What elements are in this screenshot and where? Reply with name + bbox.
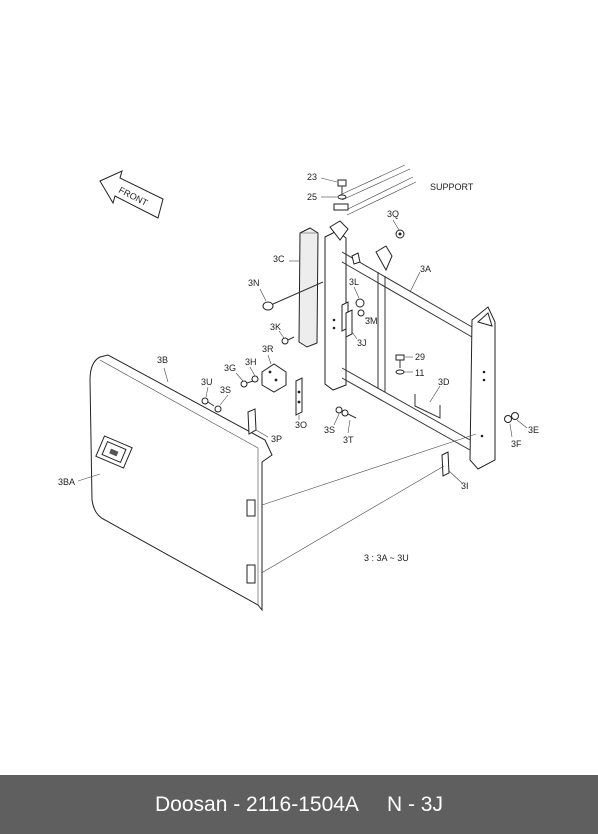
callout-3s-right: 3S (324, 425, 335, 435)
screw-3u-3s (201, 386, 229, 413)
guide-lines (255, 433, 477, 576)
footer-part-number: Doosan - 2116-1504A (155, 792, 358, 816)
callout-29: 29 (415, 352, 425, 362)
bolt-29 (395, 354, 413, 375)
callout-3u: 3U (201, 377, 213, 387)
footer-bar: Doosan - 2116-1504A N - 3J (0, 775, 598, 834)
frame-3a (324, 220, 496, 470)
handle-3d (414, 385, 441, 419)
footer-reference: N - 3J (386, 792, 443, 816)
callout-3r: 3R (262, 344, 274, 354)
callout-3t: 3T (343, 435, 354, 445)
exploded-view-drawing: FRONT SUPPORT (58, 164, 539, 612)
callout-3e: 3E (528, 425, 539, 435)
screw-3k (278, 330, 295, 345)
front-arrow: FRONT (99, 170, 164, 219)
callout-3p: 3P (271, 434, 282, 444)
callout-labels: 23 25 3Q 3C 3A 3N 3L 3M 3K 3J 3B 3R 3G 3… (58, 172, 539, 491)
callout-3d: 3D (438, 377, 450, 387)
callout-3ba: 3BA (58, 477, 75, 487)
nuts-3e-3f (504, 412, 528, 438)
bolt-23 (320, 177, 349, 211)
bracket-3r (261, 354, 287, 393)
nut-3q (392, 219, 405, 239)
callout-3b: 3B (157, 355, 168, 365)
callout-3g: 3G (224, 363, 236, 373)
range-note: 3 : 3A ~ 3U (364, 553, 409, 563)
bolts-3g-3h (235, 366, 259, 388)
callout-3f: 3F (511, 439, 522, 449)
parts-diagram: FRONT SUPPORT (58, 164, 540, 612)
callout-3l: 3L (349, 277, 359, 287)
callout-3q: 3Q (387, 209, 399, 219)
callout-3j: 3J (357, 338, 367, 348)
bracket-3o (295, 377, 303, 420)
callout-3h: 3H (245, 357, 257, 367)
support-label: SUPPORT (430, 182, 474, 192)
callout-11: 11 (415, 368, 424, 378)
latch-3l-3m-3j (341, 286, 372, 340)
callout-3s-left: 3S (220, 385, 231, 395)
support-bars: SUPPORT (339, 164, 474, 216)
footer-caption: Doosan - 2116-1504A N - 3J (155, 793, 443, 817)
part-3c-strip (289, 227, 319, 348)
callout-3a: 3A (420, 264, 431, 274)
door-3b (77, 354, 273, 612)
callout-3n: 3N (248, 278, 260, 288)
callout-3o: 3O (295, 420, 307, 430)
knob-3n (259, 281, 324, 311)
callout-3c: 3C (273, 254, 285, 264)
bracket-3i (441, 451, 463, 484)
bracket-3p (247, 408, 269, 438)
callout-25: 25 (307, 192, 317, 202)
callout-3m: 3M (365, 316, 378, 326)
callout-3i: 3I (461, 481, 469, 491)
callout-23: 23 (307, 172, 317, 182)
screw-3s-3t (333, 406, 357, 434)
callout-3k: 3K (270, 322, 281, 332)
